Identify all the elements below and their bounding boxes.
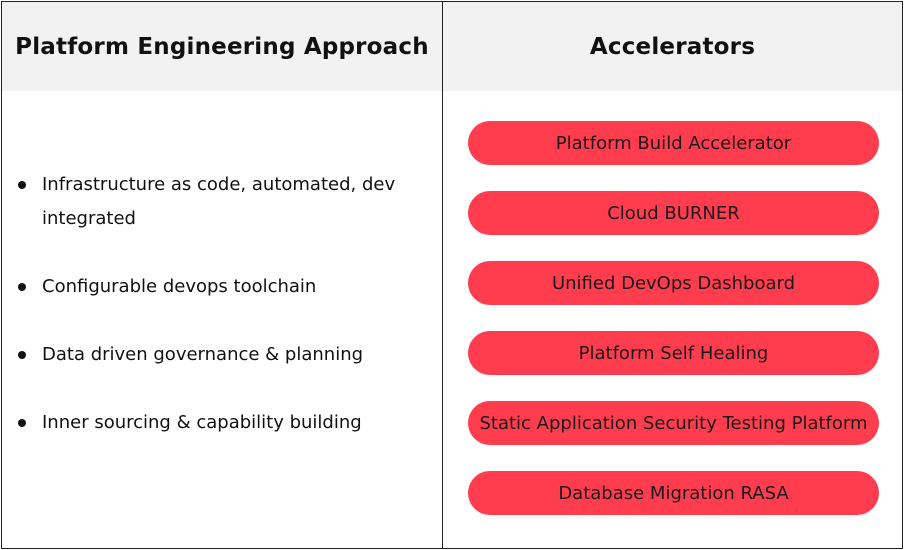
accelerator-pill-platform-self-healing[interactable]: Platform Self Healing: [468, 331, 879, 375]
approach-item-label: Configurable devops toolchain: [42, 276, 317, 297]
approach-list-item: Infrastructure as code, automated, dev i…: [16, 168, 436, 236]
approach-list: Infrastructure as code, automated, dev i…: [16, 168, 436, 440]
accelerators-column-body: Platform Build Accelerator Cloud BURNER …: [443, 91, 902, 548]
approach-list-item: Inner sourcing & capability building: [16, 406, 436, 440]
accelerator-label: Platform Self Healing: [578, 342, 769, 364]
approach-item-label: Inner sourcing & capability building: [42, 412, 362, 433]
approach-header-label: Platform Engineering Approach: [15, 33, 429, 60]
accelerator-pill-database-migration[interactable]: Database Migration RASA: [468, 471, 879, 515]
approach-column-body: Infrastructure as code, automated, dev i…: [2, 91, 443, 548]
accelerators-header-label: Accelerators: [589, 33, 756, 60]
bullet-icon: [18, 419, 26, 427]
accelerator-label: Platform Build Accelerator: [555, 132, 792, 154]
bullet-icon: [18, 351, 26, 359]
approach-item-label: Data driven governance & planning: [42, 344, 364, 365]
approach-list-item: Data driven governance & planning: [16, 338, 436, 372]
bullet-icon: [18, 181, 26, 189]
accelerator-label: Unified DevOps Dashboard: [551, 272, 796, 294]
accelerator-pill-sast-platform[interactable]: Static Application Security Testing Plat…: [468, 401, 879, 445]
accelerator-label: Database Migration RASA: [558, 482, 789, 504]
approach-item-label: Infrastructure as code, automated, dev i…: [42, 174, 396, 229]
approach-column-header: Platform Engineering Approach: [2, 2, 443, 91]
accelerator-label: Static Application Security Testing Plat…: [479, 412, 868, 434]
accelerator-list: Platform Build Accelerator Cloud BURNER …: [468, 121, 879, 515]
accelerator-pill-unified-devops-dashboard[interactable]: Unified DevOps Dashboard: [468, 261, 879, 305]
bullet-icon: [18, 283, 26, 291]
accelerator-label: Cloud BURNER: [607, 202, 740, 224]
accelerators-column-header: Accelerators: [443, 2, 902, 91]
accelerator-pill-platform-build[interactable]: Platform Build Accelerator: [468, 121, 879, 165]
approach-list-item: Configurable devops toolchain: [16, 270, 436, 304]
accelerator-pill-cloud-burner[interactable]: Cloud BURNER: [468, 191, 879, 235]
